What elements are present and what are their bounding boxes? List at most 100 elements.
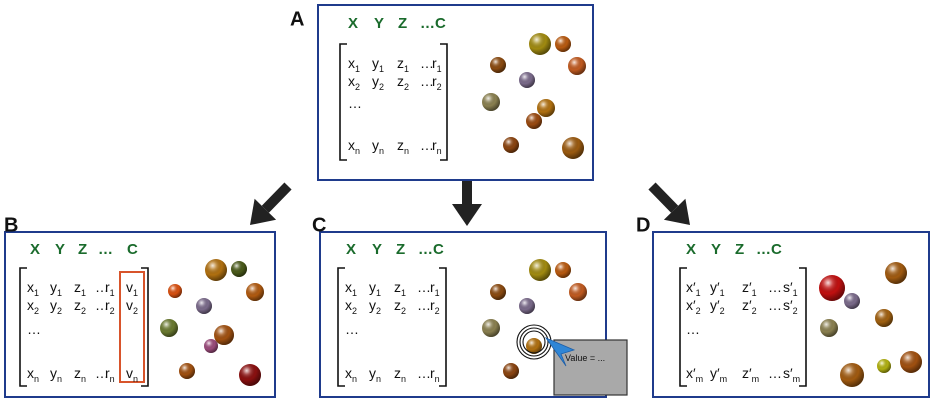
data-point-ball[interactable] [490, 284, 506, 300]
data-point-ball[interactable] [168, 284, 182, 298]
matrix-bracket-left [337, 267, 345, 387]
data-point-ball[interactable] [875, 309, 893, 327]
matrix-cell: … [420, 73, 434, 89]
matrix-cell: … [417, 297, 431, 313]
column-header: C [127, 241, 138, 258]
matrix-cell: yn [50, 365, 62, 384]
column-header: X [686, 241, 696, 258]
data-point-ball[interactable] [204, 339, 218, 353]
matrix-cell: x2 [348, 73, 360, 92]
data-point-ball[interactable] [482, 319, 500, 337]
arrow-a-to-b [250, 182, 292, 225]
data-point-ball[interactable] [239, 364, 261, 386]
matrix-cell: z1 [74, 279, 86, 298]
matrix-bracket-right [440, 43, 448, 161]
data-point-ball[interactable] [490, 57, 506, 73]
matrix-cell: z2 [394, 297, 406, 316]
matrix-cell: z′2 [742, 297, 757, 316]
flow-arrows [250, 178, 690, 226]
data-point-ball[interactable] [529, 33, 551, 55]
matrix-cell: … [686, 321, 700, 337]
data-point-ball[interactable] [214, 325, 234, 345]
matrix-cell: … [768, 297, 782, 313]
matrix-cell: x′m [686, 365, 703, 384]
column-header: Y [711, 241, 721, 258]
data-point-ball[interactable] [569, 283, 587, 301]
data-point-ball[interactable] [819, 275, 845, 301]
column-header: … [98, 241, 113, 258]
data-point-ball[interactable] [555, 36, 571, 52]
data-point-ball[interactable] [503, 363, 519, 379]
matrix-cell: y1 [372, 55, 384, 74]
data-point-ball[interactable] [840, 363, 864, 387]
matrix-cell: v1 [126, 279, 138, 298]
matrix-cell: yn [369, 365, 381, 384]
matrix-bracket-right [439, 267, 447, 387]
data-point-ball[interactable] [885, 262, 907, 284]
matrix-cell: x1 [345, 279, 357, 298]
column-header: …C [420, 15, 446, 32]
matrix-cell: r1 [432, 55, 442, 74]
data-point-ball[interactable] [205, 259, 227, 281]
matrix-cell: vn [126, 365, 138, 384]
data-point-ball[interactable] [179, 363, 195, 379]
selection-rings [516, 324, 552, 360]
data-point-ball[interactable] [820, 319, 838, 337]
matrix-cell: … [95, 365, 109, 381]
arrow-a-to-c-head [452, 204, 482, 226]
data-point-ball[interactable] [537, 99, 555, 117]
data-point-ball[interactable] [844, 293, 860, 309]
data-point-ball[interactable] [529, 259, 551, 281]
data-point-ball[interactable] [555, 262, 571, 278]
data-point-ball[interactable] [503, 137, 519, 153]
matrix-cell: yn [372, 137, 384, 156]
matrix-cell: … [417, 279, 431, 295]
column-header: Y [55, 241, 65, 258]
matrix-cell: s′1 [783, 279, 798, 298]
data-point-ball[interactable] [160, 319, 178, 337]
data-point-ball[interactable] [526, 338, 542, 354]
data-point-ball[interactable] [568, 57, 586, 75]
matrix-cell: … [95, 279, 109, 295]
column-header: Y [374, 15, 384, 32]
data-point-ball[interactable] [526, 113, 542, 129]
data-point-ball[interactable] [877, 359, 891, 373]
matrix-cell: zn [394, 365, 406, 384]
matrix-cell: y′1 [710, 279, 725, 298]
column-header: X [30, 241, 40, 258]
data-point-ball[interactable] [519, 72, 535, 88]
column-header: X [348, 15, 358, 32]
matrix-cell: x2 [27, 297, 39, 316]
matrix-cell: y′2 [710, 297, 725, 316]
matrix-cell: y2 [372, 73, 384, 92]
matrix-cell: … [768, 365, 782, 381]
data-point-ball[interactable] [519, 298, 535, 314]
panel-label: C [312, 214, 326, 236]
arrow-a-to-b-shaft [261, 182, 292, 213]
matrix-cell: … [95, 297, 109, 313]
matrix-cell: z1 [397, 55, 409, 74]
data-point-ball[interactable] [246, 283, 264, 301]
data-point-ball[interactable] [900, 351, 922, 373]
data-point-ball[interactable] [196, 298, 212, 314]
column-header: …C [418, 241, 444, 258]
matrix-cell: x′1 [686, 279, 701, 298]
data-point-ball[interactable] [231, 261, 247, 277]
matrix-cell: … [345, 321, 359, 337]
panel-label: D [636, 214, 650, 236]
matrix-cell: x1 [27, 279, 39, 298]
data-point-ball[interactable] [482, 93, 500, 111]
matrix-cell: z2 [397, 73, 409, 92]
matrix-cell: s′2 [783, 297, 798, 316]
data-point-ball[interactable] [562, 137, 584, 159]
matrix-cell: … [417, 365, 431, 381]
matrix-cell: r2 [105, 297, 115, 316]
matrix-cell: xn [345, 365, 357, 384]
matrix-cell: xn [348, 137, 360, 156]
